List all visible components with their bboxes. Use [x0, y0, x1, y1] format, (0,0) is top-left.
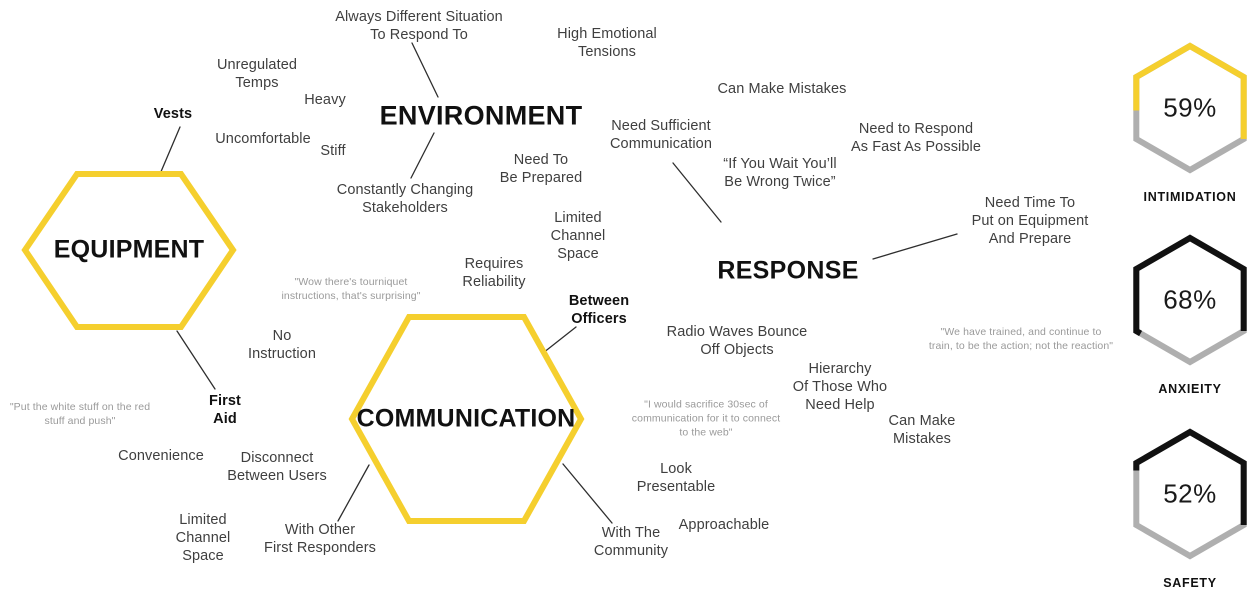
- map-label-with-the-community[interactable]: With The Community: [593, 524, 669, 559]
- hub-title-equipment[interactable]: EQUIPMENT: [53, 235, 205, 264]
- map-label-can-make-mistakes-bottom[interactable]: Can Make Mistakes: [888, 412, 956, 447]
- stat-ring-intimidation: 59%: [1110, 28, 1250, 188]
- stat-caption-anxieity: ANXIEITY: [1158, 382, 1222, 396]
- map-label-constantly-changing[interactable]: Constantly Changing Stakeholders: [336, 181, 474, 216]
- map-label-need-to-respond-fast[interactable]: Need to Respond As Fast As Possible: [850, 120, 982, 155]
- map-label-between-officers[interactable]: Between Officers: [568, 292, 630, 327]
- connector-comm-to-first-responders: [337, 464, 370, 522]
- map-quote-we-have-trained[interactable]: "We have trained, and continue to train,…: [928, 325, 1114, 352]
- connector-need-sufficient-to-response: [672, 162, 722, 223]
- connector-env-to-constantly-changing: [410, 132, 435, 179]
- map-label-disconnect-between-users[interactable]: Disconnect Between Users: [227, 449, 327, 484]
- map-label-limited-channel-space-mid[interactable]: Limited Channel Space: [550, 209, 606, 263]
- stat-hexagon-anxieity[interactable]: 68% ANXIEITY: [1110, 220, 1250, 396]
- connector-always-different-to-env: [411, 42, 439, 98]
- map-label-approachable[interactable]: Approachable: [678, 516, 770, 533]
- map-label-vests[interactable]: Vests: [153, 105, 193, 122]
- map-label-radio-waves-bounce[interactable]: Radio Waves Bounce Off Objects: [666, 323, 808, 358]
- map-label-requires-reliability[interactable]: Requires Reliability: [462, 255, 526, 290]
- stat-hexagon-safety[interactable]: 52% SAFETY: [1110, 414, 1250, 590]
- map-label-limited-channel-space-bl[interactable]: Limited Channel Space: [175, 511, 231, 565]
- map-label-hierarchy-need-help[interactable]: Hierarchy Of Those Who Need Help: [792, 360, 888, 414]
- hub-title-response[interactable]: RESPONSE: [717, 256, 859, 285]
- connector-response-to-need-time: [872, 233, 958, 260]
- stat-caption-safety: SAFETY: [1163, 576, 1217, 590]
- map-label-convenience[interactable]: Convenience: [118, 447, 204, 464]
- stat-progress-safety: [1133, 428, 1247, 560]
- map-label-stiff[interactable]: Stiff: [320, 142, 346, 159]
- map-label-always-different[interactable]: Always Different Situation To Respond To: [335, 8, 503, 43]
- connector-equipment-to-first-aid: [176, 330, 216, 390]
- stat-percent-anxieity: 68%: [1163, 284, 1217, 315]
- map-label-with-other-first-responders[interactable]: With Other First Responders: [264, 521, 376, 556]
- hub-title-communication[interactable]: COMMUNICATION: [356, 404, 576, 433]
- map-quote-sacrifice-30sec[interactable]: "I would sacrifice 30sec of communicatio…: [631, 398, 781, 440]
- map-quote-tourniquet[interactable]: "Wow there's tourniquet instructions, th…: [281, 275, 421, 302]
- connector-vests-to-equipment: [159, 126, 181, 175]
- stat-caption-intimidation: INTIMIDATION: [1143, 190, 1237, 204]
- stat-ring-safety: 52%: [1110, 414, 1250, 574]
- map-label-high-emotional-tensions[interactable]: High Emotional Tensions: [557, 25, 657, 60]
- map-label-can-make-mistakes-top[interactable]: Can Make Mistakes: [717, 80, 847, 97]
- map-label-need-time-to-prepare[interactable]: Need Time To Put on Equipment And Prepar…: [971, 194, 1089, 248]
- hub-title-environment[interactable]: ENVIRONMENT: [379, 100, 583, 131]
- map-label-look-presentable[interactable]: Look Presentable: [636, 460, 716, 495]
- map-label-uncomfortable[interactable]: Uncomfortable: [215, 130, 311, 147]
- map-label-need-to-be-prepared[interactable]: Need To Be Prepared: [499, 151, 583, 186]
- map-label-unregulated-temps[interactable]: Unregulated Temps: [216, 56, 298, 91]
- stat-ring-anxieity: 68%: [1110, 220, 1250, 380]
- stat-progress-intimidation: [1133, 42, 1247, 174]
- stat-hexagon-intimidation[interactable]: 59% INTIMIDATION: [1110, 28, 1250, 204]
- map-label-first-aid[interactable]: First Aid: [209, 392, 241, 427]
- connector-comm-to-community: [562, 463, 613, 524]
- map-label-no-instruction[interactable]: No Instruction: [248, 327, 316, 362]
- connector-comm-to-between-officers: [542, 326, 577, 354]
- map-label-need-sufficient-comm[interactable]: Need Sufficient Communication: [609, 117, 713, 152]
- map-label-heavy[interactable]: Heavy: [304, 91, 346, 108]
- stat-percent-safety: 52%: [1163, 478, 1217, 509]
- stat-progress-anxieity: [1133, 234, 1247, 366]
- map-quote-wait-wrong-twice[interactable]: “If You Wait You’ll Be Wrong Twice”: [723, 155, 837, 190]
- stat-percent-intimidation: 59%: [1163, 92, 1217, 123]
- map-quote-white-stuff[interactable]: "Put the white stuff on the red stuff an…: [9, 400, 151, 427]
